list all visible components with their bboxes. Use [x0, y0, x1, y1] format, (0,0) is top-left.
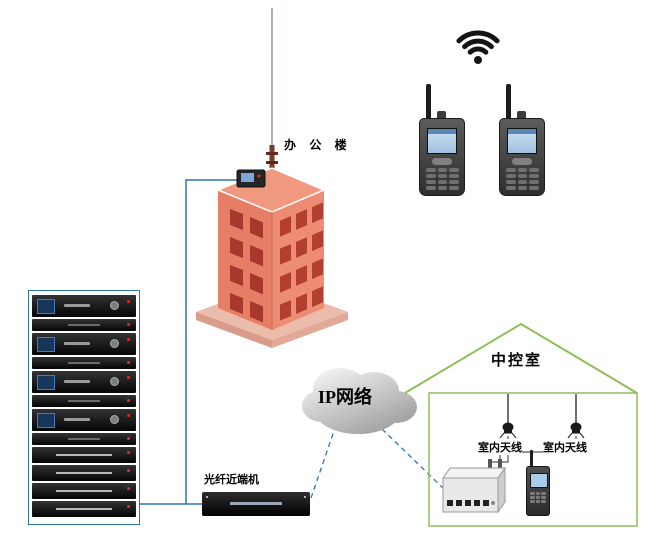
rack-unit-power: [32, 483, 136, 499]
rack-unit-power: [32, 447, 136, 463]
rack-unit-power: [32, 501, 136, 517]
rack-unit-blank: [32, 357, 136, 369]
rack-unit-blank: [32, 319, 136, 331]
radio-screen: [530, 473, 548, 488]
radio-antenna-icon: [530, 450, 533, 468]
rack-unit-blank: [32, 433, 136, 445]
radio-antenna-icon: [426, 84, 431, 122]
screw-icon: [304, 496, 306, 498]
indoor-antenna-right-icon: [567, 394, 585, 439]
fiber-terminal-device: [202, 492, 310, 516]
radio-knob: [437, 111, 446, 119]
ip-network-label: IP网络: [318, 387, 372, 407]
building-windows: [230, 202, 323, 323]
radio-keypad: [426, 168, 459, 192]
ip-network-cloud: [302, 368, 417, 434]
wired-connection-lines: [140, 179, 237, 505]
rooftop-repeater-device: [236, 169, 266, 188]
handheld-radio-1: [419, 84, 465, 196]
rack-unit-repeater: [32, 409, 136, 431]
radio-body: [499, 118, 545, 196]
radio-keypad: [506, 168, 539, 192]
office-building: [196, 167, 348, 348]
radio-antenna-icon: [506, 84, 511, 122]
radio-body: [526, 466, 550, 516]
rack-unit-blank: [32, 395, 136, 407]
wifi-signal-icon: [456, 30, 500, 64]
radio-knob: [517, 111, 526, 119]
radio-screen: [427, 128, 457, 154]
radio-navpad: [512, 158, 532, 165]
rack-unit-repeater: [32, 333, 136, 355]
indoor-repeater-box: [442, 459, 506, 514]
indoor-antenna-right-label: 室内天线: [543, 439, 587, 455]
indoor-antenna-left-label: 室内天线: [478, 439, 522, 455]
device-faceplate: [230, 502, 282, 505]
fiber-device-label: 光纤近端机: [204, 474, 259, 486]
radio-screen: [507, 128, 537, 154]
equipment-rack: [28, 290, 140, 525]
indoor-antenna-left-icon: [499, 394, 517, 439]
indoor-handheld-radio: [526, 450, 552, 516]
rack-unit-repeater: [32, 371, 136, 393]
radio-keypad: [530, 492, 546, 508]
control-room-house: [404, 322, 638, 527]
mast-antenna-icon: [265, 8, 279, 190]
handheld-radio-2: [499, 84, 545, 196]
dashed-ip-links: [310, 428, 445, 499]
rack-unit-power: [32, 465, 136, 481]
screw-icon: [206, 496, 208, 498]
office-building-label: 办 公 楼: [284, 138, 352, 152]
control-room-label: 中控室: [491, 349, 543, 370]
radio-body: [419, 118, 465, 196]
radio-navpad: [432, 158, 452, 165]
rack-unit-repeater: [32, 295, 136, 317]
